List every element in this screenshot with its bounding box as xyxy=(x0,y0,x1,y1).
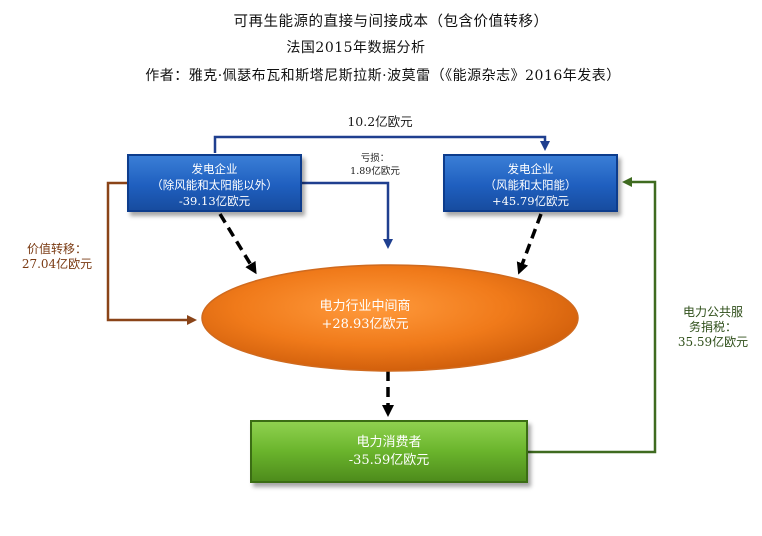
public-service-tax-line2: 务捐税： xyxy=(688,320,737,334)
value-transfer-value: 27.04亿欧元 xyxy=(21,257,93,271)
intermediary-name: 电力行业中间商 xyxy=(319,299,411,314)
producer-renewable-name: 发电企业 xyxy=(507,162,554,176)
value-transfer-label: 价值转移： 27.04亿欧元 xyxy=(8,242,106,272)
producer-renewable-value: +45.79亿欧元 xyxy=(491,194,570,208)
top-transfer-label: 10.2亿欧元 xyxy=(347,114,413,129)
intermediary-label: 电力行业中间商 +28.93亿欧元 xyxy=(255,298,475,334)
arrow-loss xyxy=(302,181,393,249)
title-line-3: 作者：雅克·佩瑟布瓦和斯塔尼斯拉斯·波莫雷（《能源杂志》2016年发表） xyxy=(145,68,621,84)
dashed-arrow-right-to-intermediary xyxy=(516,213,543,275)
producer-renewable-box: 发电企业 （风能和太阳能） +45.79亿欧元 xyxy=(443,154,618,212)
loss-value: 1.89亿欧元 xyxy=(350,166,400,177)
producer-conventional-name: 发电企业 xyxy=(191,162,238,176)
arrow-public-service-tax xyxy=(528,177,657,454)
intermediary-value: +28.93亿欧元 xyxy=(321,317,409,332)
public-service-tax-line1: 电力公共服 xyxy=(682,305,743,319)
arrow-top-transfer xyxy=(213,135,550,153)
title-line-2: 法国2015年数据分析 xyxy=(286,40,426,56)
title-line-1: 可再生能源的直接与间接成本（包含价值转移） xyxy=(233,14,549,30)
producer-conventional-box: 发电企业 （除风能和太阳能以外） -39.13亿欧元 xyxy=(127,154,302,212)
consumer-value: -35.59亿欧元 xyxy=(348,453,430,468)
public-service-tax-value: 35.59亿欧元 xyxy=(677,335,749,349)
loss-title: 亏损： xyxy=(360,153,390,164)
producer-conventional-scope: （除风能和太阳能以外） xyxy=(151,178,278,192)
public-service-tax-label: 电力公共服 务捐税： 35.59亿欧元 xyxy=(668,305,758,350)
arrow-value-transfer xyxy=(106,181,197,325)
value-transfer-title: 价值转移： xyxy=(26,242,87,256)
producer-renewable-scope: （风能和太阳能） xyxy=(484,178,577,192)
dashed-arrow-left-to-intermediary xyxy=(218,213,257,275)
loss-label: 亏损： 1.89亿欧元 xyxy=(330,152,420,178)
producer-conventional-value: -39.13亿欧元 xyxy=(178,194,251,208)
consumer-name: 电力消费者 xyxy=(356,435,422,450)
intermediary-ellipse xyxy=(201,264,579,372)
consumer-box: 电力消费者 -35.59亿欧元 xyxy=(250,420,528,483)
